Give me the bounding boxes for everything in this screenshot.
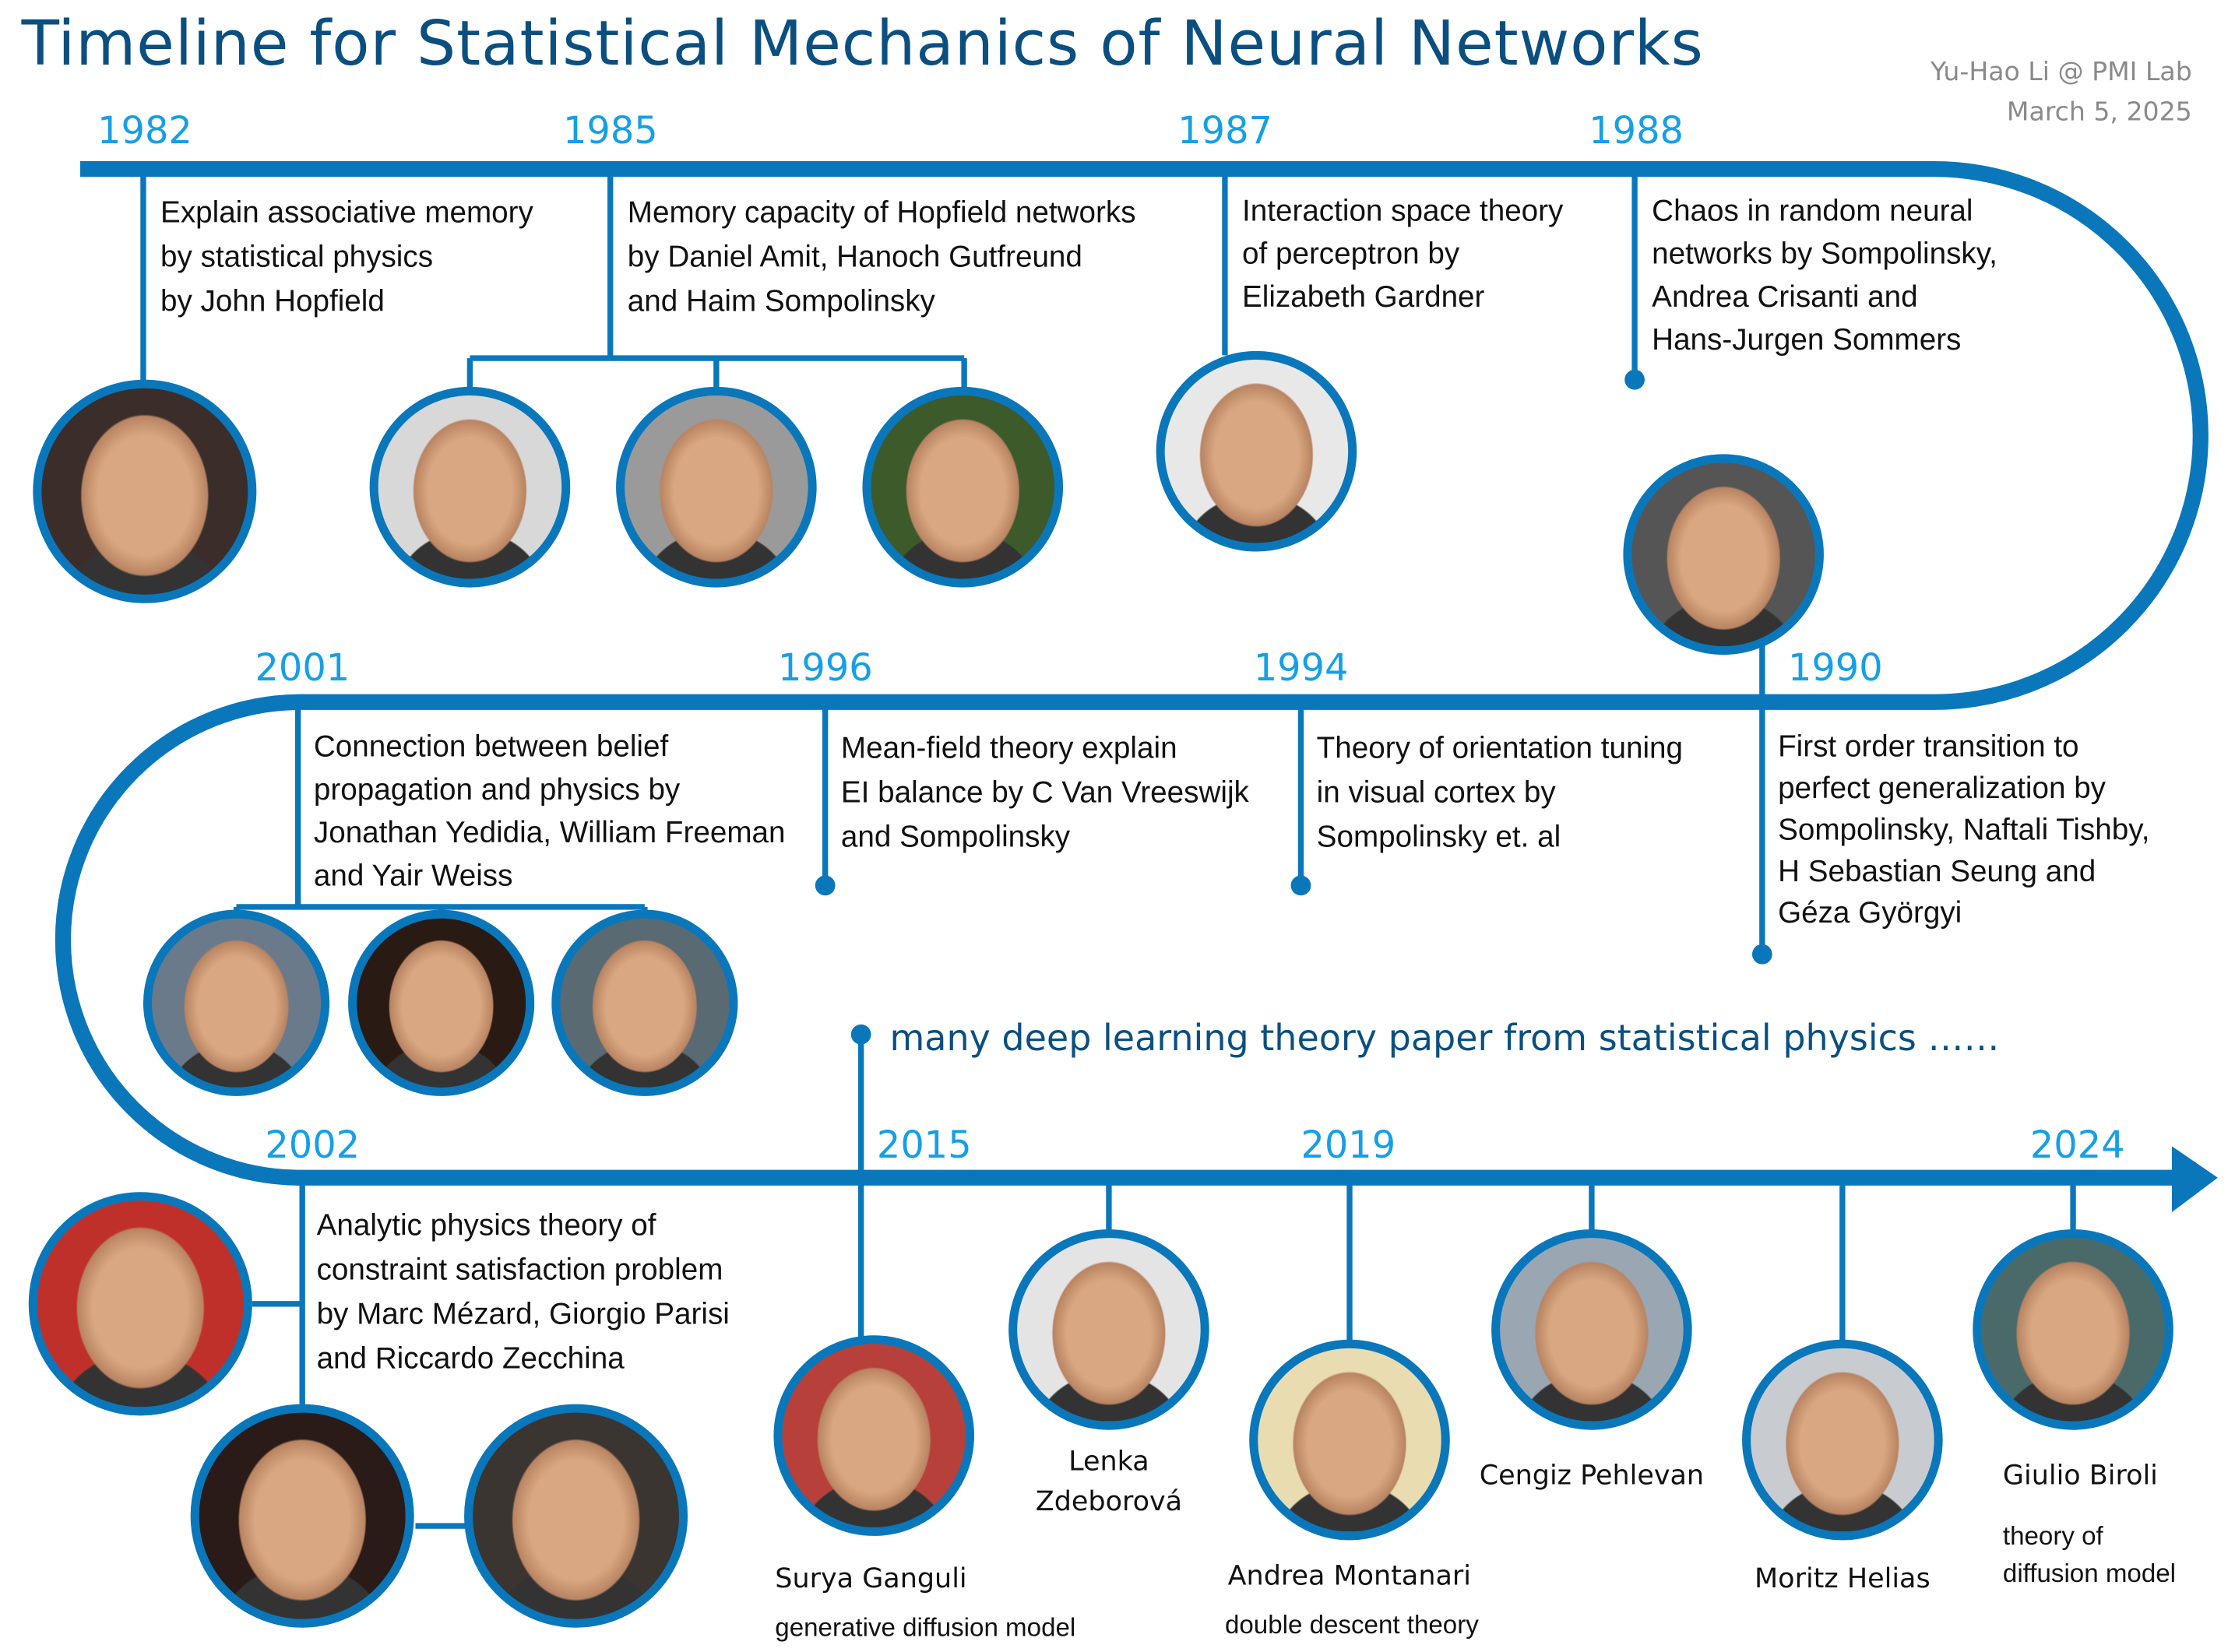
- text-line: perfect generalization by: [1778, 772, 2107, 806]
- portrait-photo: [348, 909, 535, 1096]
- text-line: constraint satisfaction problem: [316, 1253, 723, 1287]
- text-line: Mean-field theory explain: [840, 732, 1177, 765]
- text-line: Memory capacity of Hopfield networks: [627, 196, 1136, 230]
- event-description-2001: Connection between belief propagation and…: [314, 726, 786, 898]
- text-line: diffusion model: [2002, 1559, 2177, 1588]
- page-title: Timeline for Statistical Mechanics of Ne…: [21, 9, 1704, 81]
- text-line: Lenka: [1068, 1445, 1149, 1478]
- person-contribution: generative diffusion model: [775, 1613, 1076, 1643]
- text-line: and Haim Sompolinsky: [627, 285, 935, 318]
- text-line: First order transition to: [1778, 730, 2079, 764]
- text-line: by statistical physics: [160, 241, 434, 274]
- text-line: by John Hopfield: [160, 285, 385, 318]
- event-description-1985: Memory capacity of Hopfield networks by D…: [628, 191, 1136, 324]
- text-line: EI balance by C Van Vreeswijk: [840, 776, 1249, 810]
- portrait-photo: [28, 1192, 252, 1416]
- text-line: and Yair Weiss: [313, 859, 513, 893]
- text-line: and Sompolinsky: [840, 821, 1071, 854]
- year-label: 1994: [1253, 647, 1349, 691]
- year-label: 2024: [2029, 1124, 2125, 1168]
- year-label: 1987: [1177, 110, 1272, 153]
- portrait-photo: [33, 379, 257, 603]
- year-label: 2001: [255, 647, 350, 691]
- text-line: Sompolinsky, Naftali Tishby,: [1778, 814, 2150, 847]
- text-line: H Sebastian Seung and: [1778, 855, 2096, 889]
- text-line: Hans-Jurgen Sommers: [1652, 323, 1962, 357]
- text-line: Sompolinsky et. al: [1316, 821, 1561, 854]
- portrait-photo: [773, 1335, 974, 1536]
- year-label: 1985: [563, 110, 658, 153]
- portrait-photo: [1742, 1339, 1943, 1541]
- text-line: Chaos in random neural: [1652, 195, 1973, 228]
- year-label: 2019: [1301, 1124, 1396, 1168]
- text-line: Andrea Crisanti and: [1652, 280, 1918, 315]
- text-line: Zdeborová: [1035, 1485, 1183, 1517]
- event-description-1988: Chaos in random neural networks by Sompol…: [1652, 191, 1997, 363]
- portrait-photo: [369, 386, 571, 588]
- text-line: Connection between belief: [313, 730, 669, 764]
- portrait-photo: [190, 1404, 414, 1628]
- event-description-1990: First order transition to perfect general…: [1778, 726, 2149, 934]
- portrait-photo: [551, 909, 738, 1096]
- person-name: Giulio Biroli: [2002, 1460, 2158, 1492]
- year-label: 1996: [777, 647, 873, 691]
- author-credit: Yu-Hao Li @ PMI Lab: [1930, 57, 2192, 88]
- text-line: by Marc Mézard, Giorgio Parisi: [316, 1298, 730, 1331]
- year-label: 2015: [876, 1124, 972, 1168]
- person-contribution: theory of diffusion model: [2003, 1517, 2176, 1592]
- portrait-photo: [1491, 1229, 1692, 1430]
- text-line: Géza Györgyi: [1778, 897, 1962, 930]
- text-line: by Daniel Amit, Hanoch Gutfreund: [627, 241, 1082, 274]
- credit-date: March 5, 2025: [2006, 97, 2192, 128]
- text-line: theory of: [2002, 1521, 2103, 1551]
- text-line: of perceptron by: [1242, 237, 1460, 271]
- deep-learning-note: many deep learning theory paper from sta…: [889, 1017, 2000, 1060]
- text-line: and Riccardo Zecchina: [316, 1342, 625, 1376]
- event-description-1987: Interaction space theory of perceptron by…: [1242, 191, 1563, 320]
- portrait-photo: [1623, 454, 1824, 656]
- text-line: Explain associative memory: [160, 196, 533, 230]
- timeline-main-path: [55, 161, 2209, 1186]
- event-description-1996: Mean-field theory explain EI balance by C…: [841, 726, 1249, 859]
- endpoint-dots: [815, 369, 1772, 1045]
- text-line: Interaction space theory: [1242, 195, 1564, 228]
- person-name: Moritz Helias: [1755, 1562, 1931, 1595]
- portrait-photo: [1973, 1229, 2173, 1430]
- person-name: Andrea Montanari: [1227, 1560, 1471, 1592]
- year-label: 2002: [265, 1124, 361, 1168]
- event-description-1982: Explain associative memory by statistical…: [160, 191, 533, 324]
- year-label: 1988: [1589, 110, 1684, 153]
- text-line: networks by Sompolinsky,: [1652, 237, 1997, 271]
- event-description-1994: Theory of orientation tuning in visual co…: [1317, 726, 1683, 859]
- portrait-photo: [862, 386, 1064, 588]
- year-label: 1990: [1787, 647, 1883, 691]
- portrait-photo: [1008, 1229, 1209, 1430]
- timeline-arrowhead: [2171, 1146, 2218, 1212]
- text-line: in visual cortex by: [1316, 776, 1556, 810]
- text-line: Elizabeth Gardner: [1242, 280, 1485, 315]
- portrait-photo: [1249, 1339, 1450, 1541]
- person-contribution: double descent theory: [1224, 1610, 1479, 1640]
- year-label: 1982: [97, 110, 192, 153]
- portrait-photo: [464, 1404, 688, 1628]
- event-description-2002: Analytic physics theory of constraint sat…: [317, 1204, 730, 1381]
- text-line: Theory of orientation tuning: [1316, 732, 1684, 765]
- portrait-photo: [143, 909, 330, 1096]
- person-name: Surya Ganguli: [775, 1562, 967, 1595]
- text-line: Analytic physics theory of: [316, 1209, 656, 1243]
- portrait-photo: [1156, 350, 1357, 552]
- person-name: Cengiz Pehlevan: [1479, 1460, 1705, 1492]
- text-line: Jonathan Yedidia, William Freeman: [313, 817, 786, 850]
- text-line: propagation and physics by: [313, 773, 681, 807]
- portrait-photo: [616, 386, 817, 588]
